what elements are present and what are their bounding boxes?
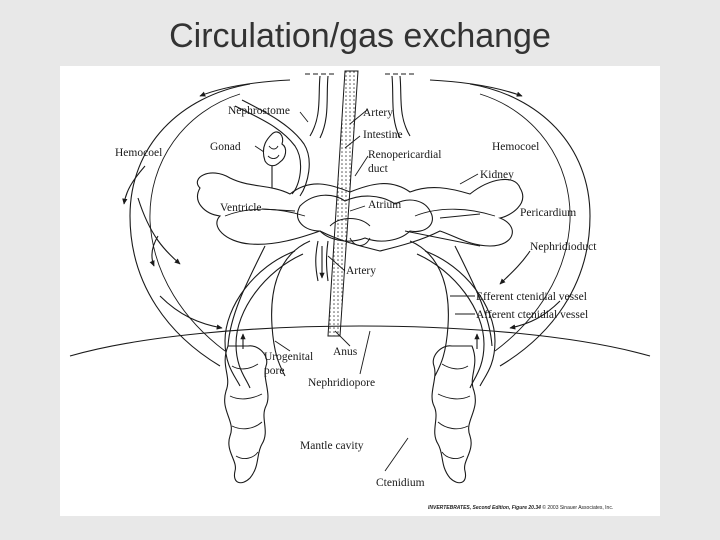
label-anus: Anus [333, 346, 358, 358]
slide-title: Circulation/gas exchange [169, 17, 551, 55]
label-renopericardial: Renopericardial [368, 149, 441, 161]
label-nephridiopore: Nephridiopore [308, 377, 375, 389]
body-outline [129, 83, 251, 367]
diagram-figure: Nephrostome Artery Intestine Gonad Hemoc… [60, 66, 660, 516]
credit-copyright: © 2003 Sinauer Associates, Inc. [541, 504, 613, 511]
pericardium [197, 172, 524, 252]
label-intestine: Intestine [363, 129, 403, 141]
label-afferent-ctenidial-vessel: Afferent ctenidial vessel [476, 309, 588, 321]
label-pericardium: Pericardium [520, 207, 576, 219]
label-mantle-cavity: Mantle cavity [300, 440, 364, 452]
label-hemocoel-left: Hemocoel [115, 147, 162, 159]
figure-credit: INVERTEBRATES, Second Edition, Figure 20… [428, 504, 613, 511]
intestine [327, 70, 359, 337]
ctenidium-left [224, 345, 269, 484]
label-gonad: Gonad [210, 141, 241, 153]
mantle-arc [69, 325, 651, 357]
label-urogenital: Urogenital [264, 351, 313, 363]
label-efferent-ctenidial-vessel: Efferent ctenidial vessel [476, 291, 587, 303]
label-artery-top: Artery [363, 107, 393, 119]
ventricle [297, 194, 433, 242]
label-kidney: Kidney [480, 169, 514, 181]
label-atrium: Atrium [368, 199, 401, 211]
label-renopericardial-duct: duct [368, 163, 389, 175]
label-hemocoel-right: Hemocoel [492, 141, 539, 153]
gonad [262, 131, 287, 167]
circulation-diagram: Nephrostome Artery Intestine Gonad Hemoc… [69, 70, 651, 511]
body-outline-right [469, 83, 591, 367]
label-artery-mid: Artery [346, 265, 376, 277]
label-ctenidium: Ctenidium [376, 477, 425, 489]
label-nephridioduct: Nephridioduct [530, 241, 597, 253]
label-urogenital-pore: pore [264, 365, 284, 377]
ctenidium-right [431, 345, 476, 484]
label-nephrostome: Nephrostome [228, 105, 290, 117]
label-ventricle: Ventricle [220, 202, 262, 214]
credit-book: INVERTEBRATES, Second Edition, Figure 20… [428, 505, 541, 511]
